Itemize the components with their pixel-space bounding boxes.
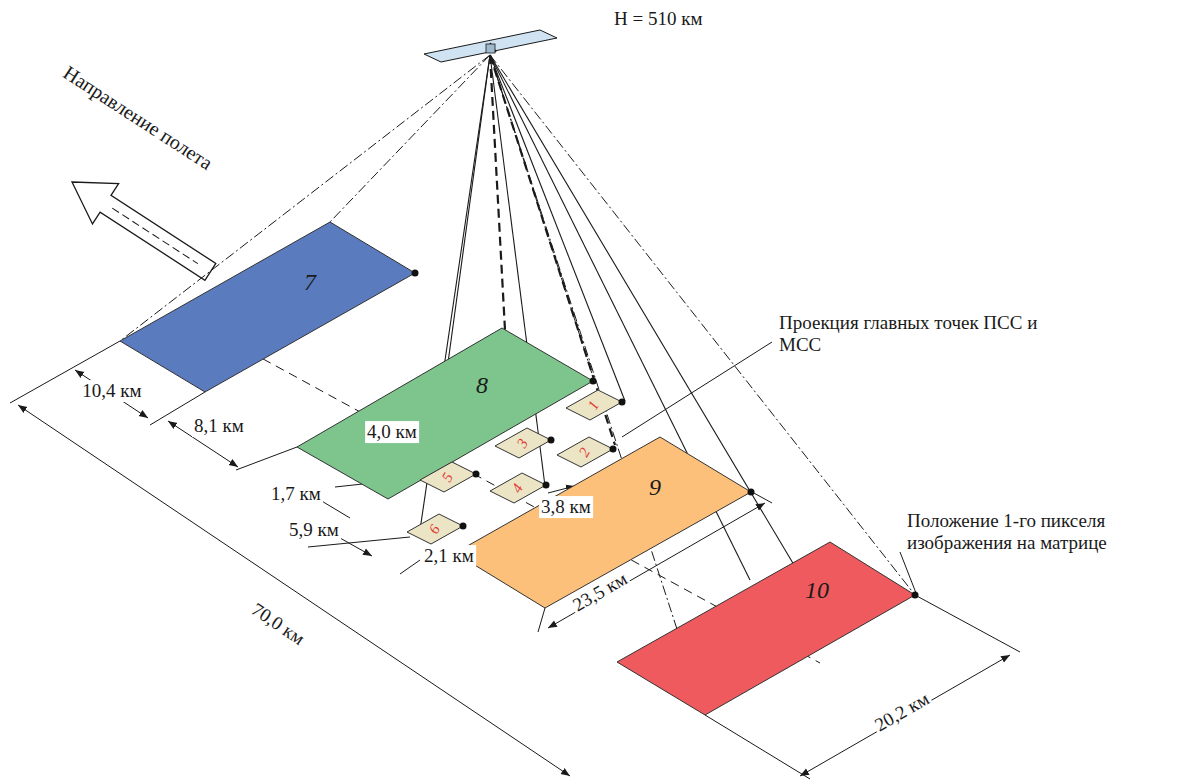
caption-text: Направление полета	[57, 60, 218, 176]
area-outline	[120, 222, 416, 393]
dimension-label: 2,1 км	[422, 545, 476, 567]
area-shape	[120, 222, 415, 392]
area-number: 7	[304, 270, 316, 294]
dimension-label: 4,0 км	[365, 421, 419, 443]
first-pixel-dot	[610, 446, 617, 453]
area-shape	[490, 473, 546, 503]
area-outline	[617, 542, 916, 716]
first-pixel-dot	[619, 399, 626, 406]
first-pixel-dot	[548, 437, 555, 444]
dimension-label: 1,7 км	[269, 483, 323, 505]
frame-tile: 3	[495, 428, 552, 459]
area-number: 9	[649, 475, 661, 499]
dimension-label: 8,1 км	[192, 415, 246, 437]
dimension-label: 20,2 км	[869, 687, 935, 738]
area-number: 10	[805, 578, 829, 602]
area-number: 8	[476, 373, 488, 397]
dimension-label: 3,8 км	[539, 496, 593, 518]
first-pixel-dot	[412, 270, 419, 277]
frame-tile: 5	[420, 462, 477, 493]
dimension-label: 5,9 км	[287, 519, 341, 541]
area-shape	[566, 390, 622, 420]
dimension-label: 10,4 км	[80, 380, 143, 402]
first-pixel-dot	[460, 523, 467, 530]
caption-text: Положение 1-го пикселя изображения на ма…	[905, 510, 1199, 554]
area-shape	[297, 328, 593, 499]
frame-tile: 6	[407, 514, 464, 545]
footprint-area: 10	[617, 542, 916, 716]
direction-arrow	[59, 162, 224, 292]
area-shape	[420, 462, 476, 492]
first-pixel-dot	[590, 378, 597, 385]
first-pixel-dot	[912, 592, 919, 599]
dimension-label: 70,0 км	[246, 597, 311, 650]
view-rays	[120, 55, 915, 715]
first-pixel-dot	[543, 482, 550, 489]
footprint-area: 7	[120, 222, 416, 393]
caption-text: Проекция главных точек ПСС и МСС	[777, 312, 1071, 356]
area-shape	[407, 514, 463, 544]
area-shape	[495, 428, 551, 458]
first-pixel-dot	[748, 489, 755, 496]
area-shape	[617, 542, 915, 715]
frame-tile: 1	[566, 390, 623, 421]
first-pixel-dot	[473, 471, 480, 478]
frame-tile: 2	[557, 437, 614, 468]
caption-text: H = 510 км	[612, 8, 704, 30]
area-shape	[557, 437, 613, 467]
